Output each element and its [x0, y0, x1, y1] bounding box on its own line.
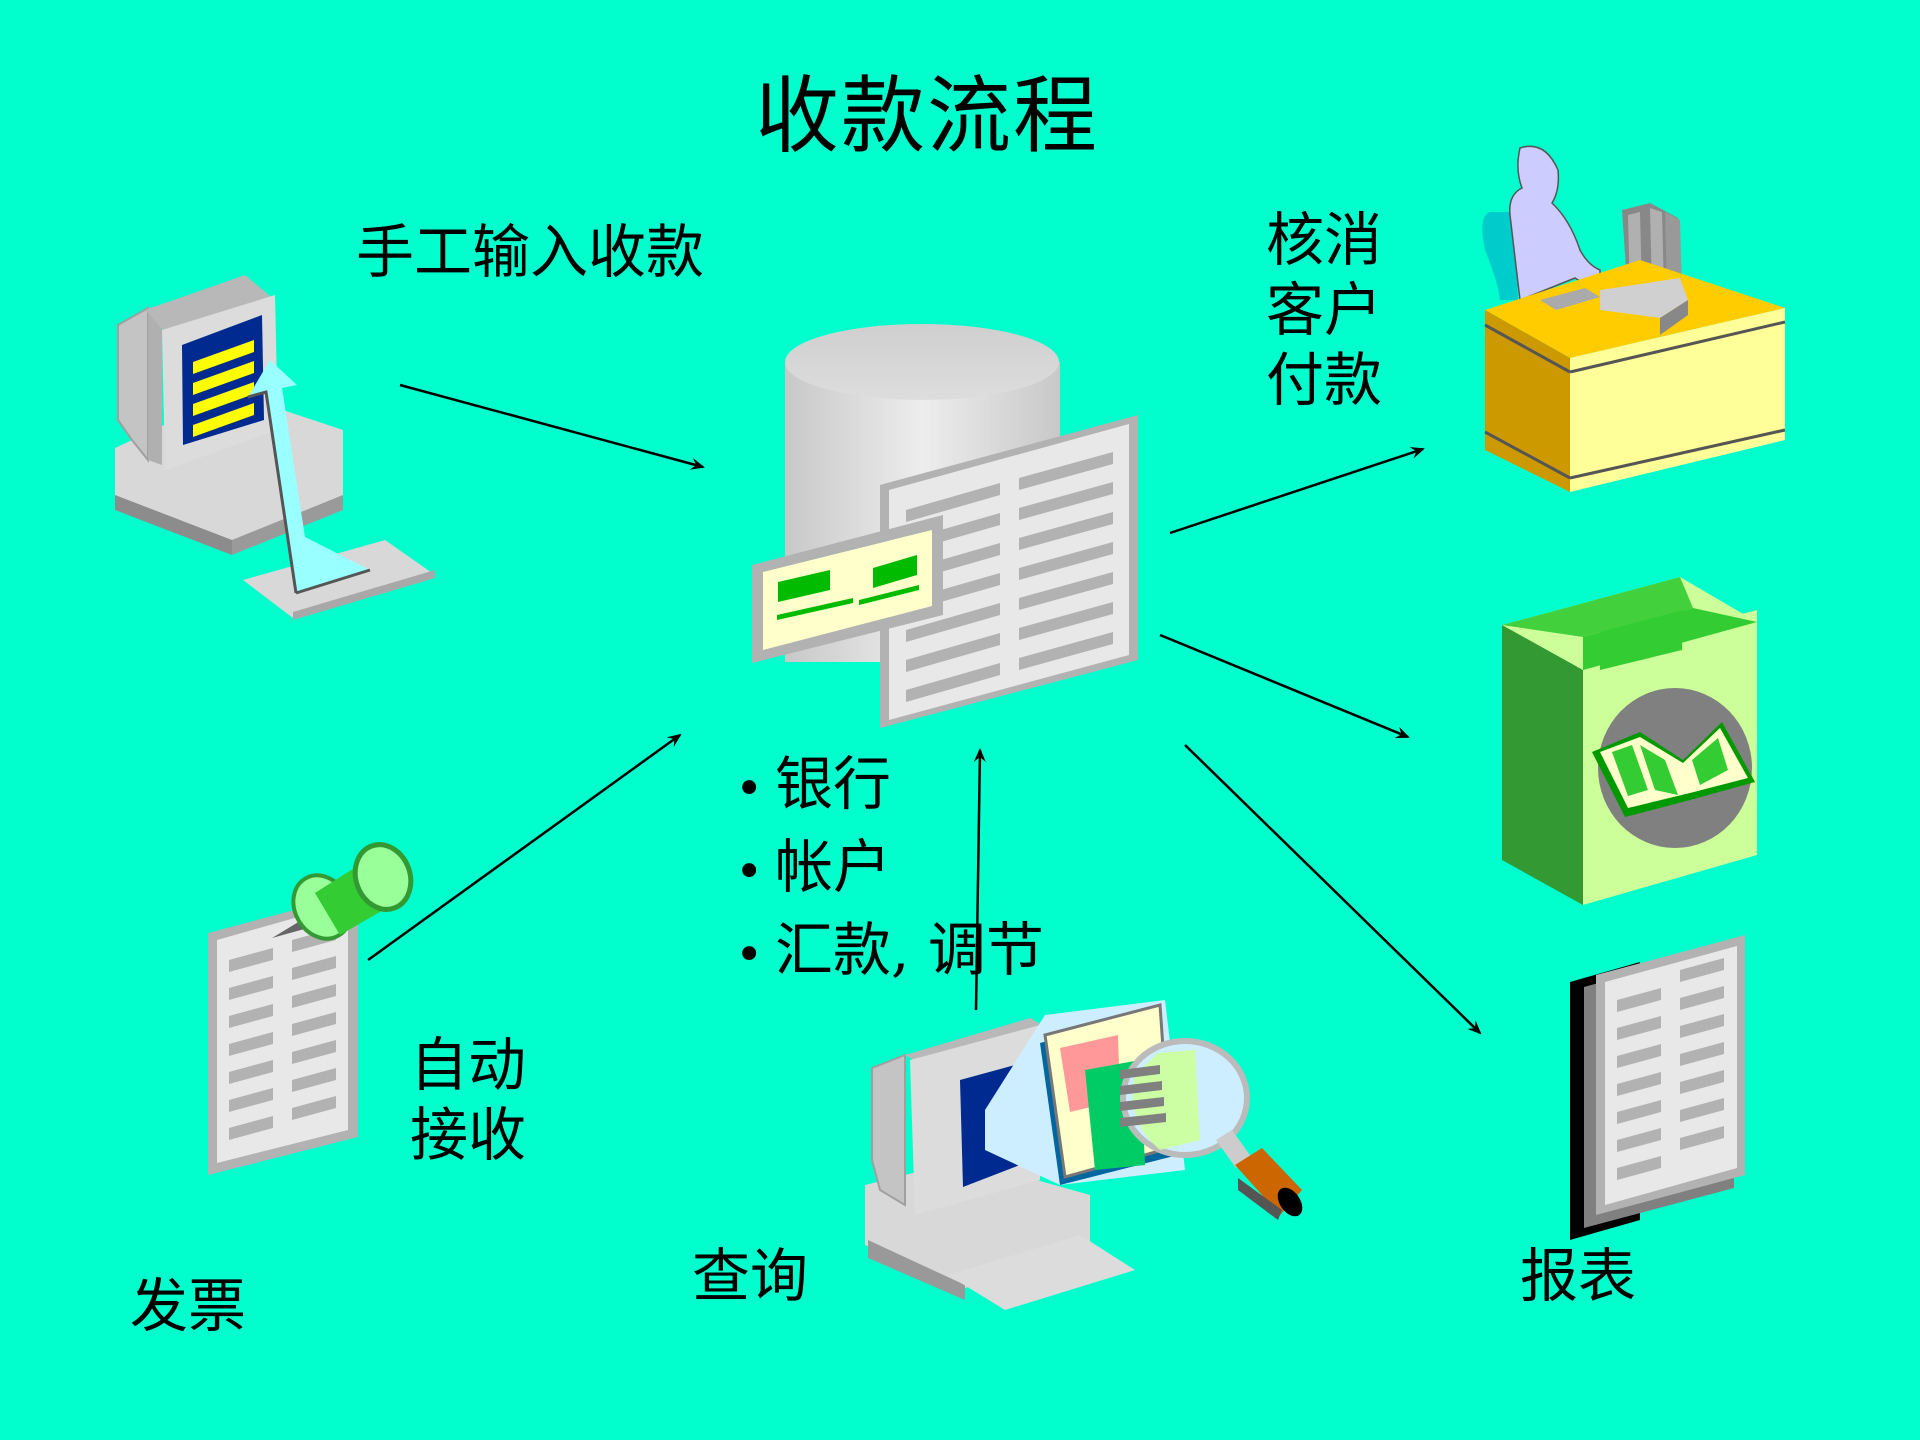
apply-payment-line-2: 客户: [1266, 276, 1383, 344]
apply-payment-line-3: 付款: [1266, 346, 1383, 414]
bank-item: 汇款, 调节: [735, 911, 1044, 994]
database-with-documents-icon: [752, 324, 1138, 728]
apply-payment-line-1: 核消: [1266, 206, 1383, 274]
auto-receive-line-2: 接收: [410, 1101, 527, 1169]
manual-entry-label: 手工输入收款: [356, 218, 705, 286]
auto-receive-line-1: 自动: [410, 1031, 527, 1099]
invoice-label: 发票: [130, 1272, 247, 1340]
person-at-desk-icon: [1482, 145, 1786, 492]
flow-arrows: [367, 383, 1482, 1035]
bank-items-list: 银行 帐户 汇款, 调节: [735, 745, 1044, 994]
apply-payment-label: 核消 客户 付款: [1266, 205, 1382, 415]
computer-magnifier-icon: [865, 1000, 1303, 1310]
query-label: 查询: [692, 1242, 809, 1310]
arrow-db-to-report: [1184, 744, 1482, 1035]
report-label: 报表: [1520, 1242, 1637, 1310]
arrow-manual-to-db: [399, 383, 705, 470]
arrow-invoice-to-db: [367, 733, 682, 962]
arrow-query-to-db: [973, 748, 986, 1011]
bank-item: 银行: [735, 745, 1044, 828]
diagram-title: 收款流程: [755, 67, 1100, 165]
book-box-icon: [1502, 577, 1757, 905]
arrow-db-to-ledger: [1159, 633, 1410, 739]
auto-receive-label: 自动 接收: [410, 1030, 526, 1170]
bank-item: 帐户: [735, 828, 1044, 911]
report-document-icon: [1570, 935, 1745, 1240]
arrow-db-to-apply: [1169, 447, 1425, 535]
pinned-document-icon: [208, 842, 414, 1175]
computer-with-arrow-icon: [115, 275, 435, 620]
